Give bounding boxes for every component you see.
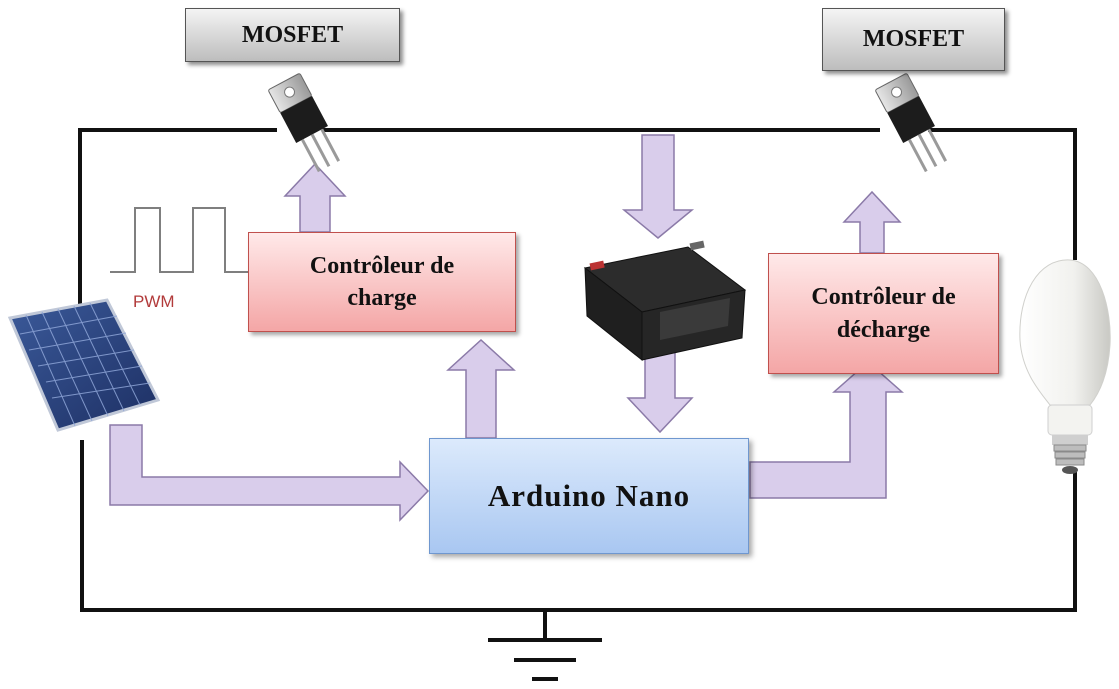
arduino-nano-box: Arduino Nano bbox=[429, 438, 749, 554]
mosfet-transistor-icon bbox=[268, 73, 341, 173]
arrow-arduino-to-discharge-controller bbox=[749, 360, 904, 499]
solar-panel-icon bbox=[7, 298, 161, 432]
mosfet-right-label: MOSFET bbox=[822, 8, 1005, 71]
charge-controller-box: Contrôleur de charge bbox=[248, 232, 516, 332]
discharge-controller-box: Contrôleur de décharge bbox=[768, 253, 999, 374]
arrow-battery-to-arduino bbox=[626, 347, 694, 434]
arrow-wire-to-battery bbox=[621, 134, 695, 239]
arrow-panel-to-arduino bbox=[109, 424, 430, 522]
flow-arrows bbox=[109, 134, 904, 522]
arrow-discharge-controller-to-mosfet bbox=[842, 190, 902, 254]
circuit-wire bbox=[78, 128, 1077, 612]
mosfet-transistor-icon bbox=[875, 73, 948, 173]
mosfet-left-label: MOSFET bbox=[185, 8, 400, 62]
pwm-label: PWM bbox=[133, 292, 175, 311]
pwm-waveform-icon bbox=[110, 207, 248, 273]
battery-icon bbox=[583, 240, 747, 362]
light-bulb-icon bbox=[1019, 259, 1111, 474]
arrow-charge-controller-to-mosfet bbox=[283, 162, 347, 233]
arrow-arduino-to-charge-controller bbox=[446, 338, 516, 439]
ground-symbol-icon bbox=[488, 610, 602, 681]
